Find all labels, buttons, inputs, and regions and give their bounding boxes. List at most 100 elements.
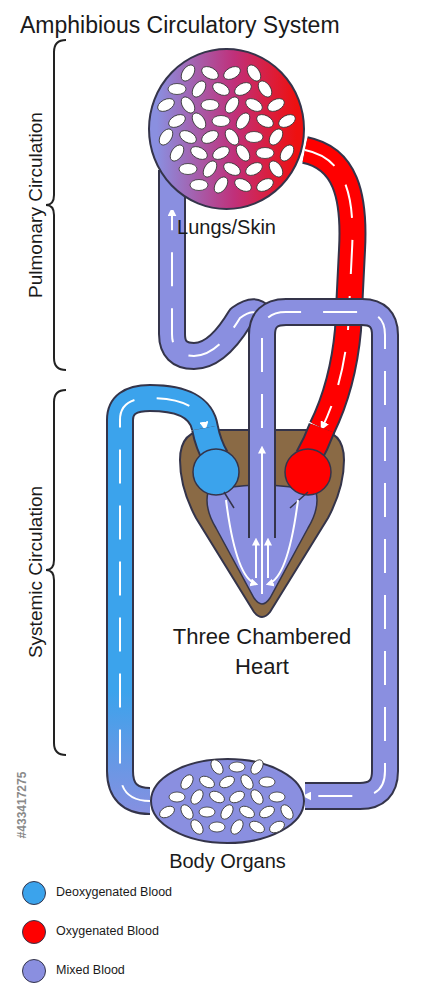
capillary-cell xyxy=(156,126,175,147)
capillary-cell xyxy=(248,758,265,777)
capillary-cell xyxy=(178,803,195,822)
capillary-cell xyxy=(190,180,208,191)
capillary-cell xyxy=(199,128,220,146)
capillary-cell xyxy=(210,144,231,162)
heart-node: Three Chambered Heart xyxy=(178,428,346,618)
flow-arrow xyxy=(305,150,352,428)
capillary-cell xyxy=(209,822,225,832)
capillary-cell xyxy=(276,112,297,130)
capillary-cell xyxy=(245,132,263,143)
blood-vessel xyxy=(305,150,352,428)
capillary-cell xyxy=(178,62,197,83)
capillary-cell xyxy=(254,112,275,130)
capillary-cell xyxy=(189,78,208,99)
capillary-cell xyxy=(266,158,285,179)
capillary-node: Body Organs xyxy=(150,758,305,844)
capillary-cell xyxy=(266,126,285,147)
capillary-cell xyxy=(158,804,177,820)
bracket-label: Systemic Circulation xyxy=(25,486,47,658)
capillary-cell xyxy=(248,819,267,835)
capillary-cell xyxy=(178,773,195,792)
circulation-bracket xyxy=(46,390,66,755)
capillary-cell xyxy=(208,789,227,805)
capillary-cell xyxy=(228,818,245,837)
capillary-cell xyxy=(210,80,231,98)
atrium-left xyxy=(193,449,239,495)
circulation-bracket xyxy=(46,40,66,370)
capillary-cell xyxy=(178,94,197,115)
capillary-bed xyxy=(151,759,304,843)
flow-arrow xyxy=(267,540,269,578)
vessel-wall xyxy=(305,150,352,428)
node-shape xyxy=(148,48,305,210)
capillary-cell xyxy=(244,62,263,83)
diagram-title: Amphibious Circulatory System xyxy=(20,12,340,39)
flow-arrow xyxy=(261,448,263,594)
capillary-cell xyxy=(248,788,265,807)
capillary-cell xyxy=(243,96,264,114)
capillary-cell xyxy=(229,762,245,772)
capillary-cell xyxy=(218,774,237,790)
capillary-cell xyxy=(243,160,264,178)
legend-swatch xyxy=(22,881,46,905)
capillary-cell xyxy=(155,96,176,114)
legend-swatch xyxy=(22,959,46,983)
capillary-cell xyxy=(238,804,257,820)
capillary-cell xyxy=(188,818,205,837)
capillary-cell xyxy=(258,804,277,820)
capillary-cell xyxy=(211,174,230,195)
watermark: #433417275 xyxy=(15,772,29,839)
capillary-cell xyxy=(259,777,275,787)
capillary-cell xyxy=(166,112,187,130)
node-label: Lungs/Skin xyxy=(117,214,337,241)
capillary-cell xyxy=(221,160,242,178)
capillary-cell xyxy=(268,819,287,835)
node-label: Three Chambered Heart xyxy=(167,622,357,681)
legend-text: Mixed Blood xyxy=(56,963,125,977)
valve xyxy=(224,492,308,508)
capillary-node: Lungs/Skin xyxy=(148,48,305,210)
capillary-cell xyxy=(177,128,198,146)
vessel-wall xyxy=(305,150,352,428)
capillary-cell xyxy=(277,142,296,163)
node-shape xyxy=(178,428,346,618)
capillary-cell xyxy=(233,142,252,163)
capillary-cell xyxy=(188,144,209,162)
capillary-cell xyxy=(256,148,274,159)
bracket-label: Pulmonary Circulation xyxy=(25,112,47,298)
capillary-cell xyxy=(238,773,255,792)
flow-arrow xyxy=(268,500,298,584)
node-label: Body Organs xyxy=(118,848,338,875)
atrium-right xyxy=(285,449,331,495)
capillary-cell xyxy=(188,788,205,807)
capillary-cell xyxy=(232,176,253,194)
capillary-cell xyxy=(212,116,230,127)
capillary-cell xyxy=(221,64,242,82)
capillary-cell xyxy=(265,96,286,114)
capillary-cell xyxy=(218,803,235,822)
node-shape xyxy=(150,758,305,844)
legend-text: Deoxygenated Blood xyxy=(56,885,172,899)
flow-arrow xyxy=(255,540,257,578)
capillary-cell xyxy=(269,792,285,802)
capillary-cell xyxy=(168,84,186,95)
legend-swatch xyxy=(22,920,46,944)
capillary-cell xyxy=(222,94,241,115)
capillary-cell xyxy=(278,803,295,822)
capillary-cell xyxy=(254,176,275,194)
capillary-cell xyxy=(167,142,186,163)
capillary-cell xyxy=(189,110,208,131)
capillary-cell xyxy=(201,100,219,111)
legend-text: Oxygenated Blood xyxy=(56,924,159,938)
heart-wall xyxy=(180,430,344,617)
capillary-cell xyxy=(255,78,274,99)
capillary-cell xyxy=(200,158,219,179)
capillary-cell xyxy=(199,807,215,817)
capillary-cell xyxy=(208,758,225,777)
capillary-cell xyxy=(232,80,253,98)
capillary-cell xyxy=(179,164,197,175)
capillary-cell xyxy=(169,792,185,802)
capillary-cell xyxy=(222,126,241,147)
